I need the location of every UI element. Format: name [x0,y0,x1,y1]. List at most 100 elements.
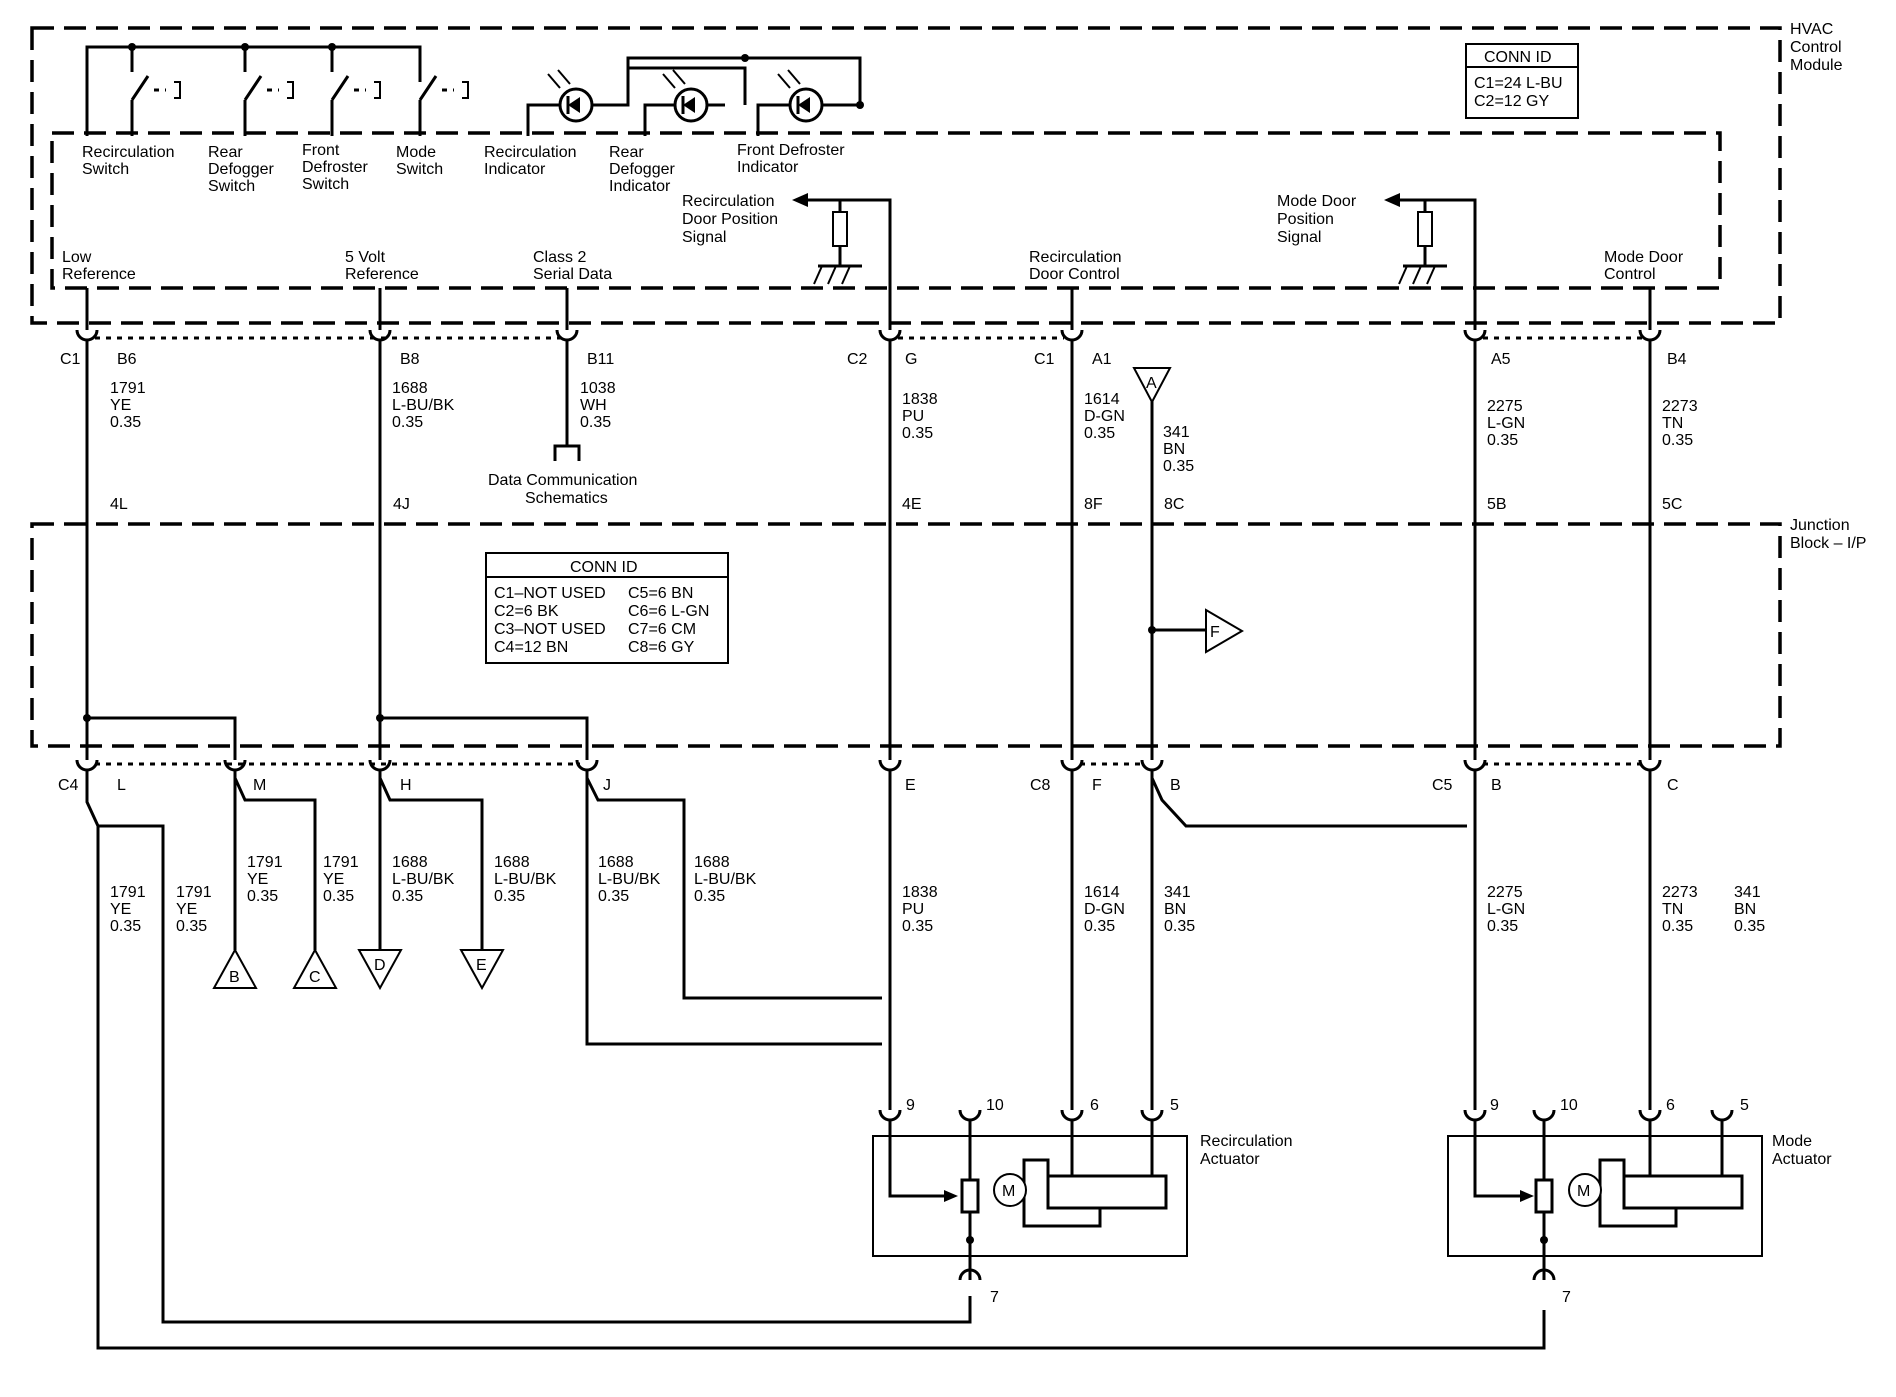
svg-text:C2=12 GY: C2=12 GY [1474,93,1549,110]
svg-text:0.35: 0.35 [323,888,354,905]
svg-text:Module: Module [1790,57,1843,74]
svg-text:Indicator: Indicator [484,161,546,178]
label-rear-defogger-switch: Rear Defogger Switch [208,144,274,195]
svg-text:CONN ID: CONN ID [1484,49,1552,66]
svg-text:F: F [1210,624,1220,641]
offpage-connector-a: A [1132,367,1172,405]
svg-text:2273: 2273 [1662,398,1698,415]
recirculation-switch-symbol [130,47,181,136]
pin-label-c4: C4 [58,777,79,794]
offpage-connector-b: B [212,947,258,989]
svg-text:1791: 1791 [176,884,212,901]
svg-text:0.35: 0.35 [392,414,423,431]
svg-text:TN: TN [1662,415,1683,432]
svg-text:Indicator: Indicator [609,178,671,195]
svg-text:0.35: 0.35 [1164,918,1195,935]
svg-text:WH: WH [580,397,607,414]
svg-text:YE: YE [323,871,344,888]
svg-text:1688: 1688 [392,380,428,397]
label-class-2-serial-data: Class 2 Serial Data [533,249,612,283]
svg-text:0.35: 0.35 [1084,918,1115,935]
wire-label-1838-top: 1838 PU 0.35 [902,391,938,442]
svg-text:Indicator: Indicator [737,159,799,176]
wire-label-1791-b: 1791 YE 0.35 [176,884,212,935]
svg-text:Serial Data: Serial Data [533,266,612,283]
wire-label-2273-bottom: 2273 TN 0.35 [1662,884,1698,935]
pin-label-m: M [253,777,266,794]
cavity-label-5c: 5C [1662,496,1682,513]
recirculation-actuator-label: Recirculation Actuator [1200,1133,1292,1168]
mode-door-position-signal-symbol [1384,193,1477,323]
svg-text:M: M [1577,1183,1590,1200]
cavity-label-8c: 8C [1164,496,1184,513]
recirc-pin-6: 6 [1090,1097,1099,1114]
label-recirculation-door-control: Recirculation Door Control [1029,249,1121,283]
recirc-pin-9: 9 [906,1097,915,1114]
pin-label-l: L [117,777,126,794]
svg-text:L-GN: L-GN [1487,415,1525,432]
svg-text:C7=6 CM: C7=6 CM [628,621,696,638]
svg-text:C: C [309,969,321,986]
offpage-connector-c: C [292,947,338,989]
svg-text:Recirculation: Recirculation [484,144,576,161]
svg-text:0.35: 0.35 [1662,918,1693,935]
svg-text:Signal: Signal [1277,229,1321,246]
wire-label-2275-bottom: 2275 L-GN 0.35 [1487,884,1525,935]
mode-pin-7: 7 [1562,1289,1571,1306]
svg-text:C1=24 L-BU: C1=24 L-BU [1474,75,1563,92]
pin-label-a5: A5 [1491,351,1511,368]
recirc-pin-5: 5 [1170,1097,1179,1114]
svg-text:C1–NOT USED: C1–NOT USED [494,585,606,602]
svg-text:0.35: 0.35 [1163,458,1194,475]
svg-text:B: B [229,969,240,986]
cavity-label-8f: 8F [1084,496,1103,513]
svg-text:1688: 1688 [694,854,730,871]
wire-label-1791-c: 1791 YE 0.35 [247,854,283,905]
svg-text:0.35: 0.35 [176,918,207,935]
svg-text:Door Position: Door Position [682,211,778,228]
svg-text:1838: 1838 [902,884,938,901]
pin-label-c: C [1667,777,1679,794]
svg-text:Control: Control [1604,266,1656,283]
label-low-reference: Low Reference [62,249,136,283]
wire-label-2273-top: 2273 TN 0.35 [1662,398,1698,449]
svg-text:C8=6 GY: C8=6 GY [628,639,695,656]
pin-label-b-c5: B [1491,777,1502,794]
svg-text:YE: YE [110,901,131,918]
cavity-label-4j: 4J [393,496,410,513]
wire-label-1791-top: 1791 YE 0.35 [110,380,146,431]
recirculation-indicator-led-icon [526,69,600,136]
label-front-defroster-indicator: Front Defroster Indicator [737,142,845,176]
mode-pin-10: 10 [1560,1097,1578,1114]
svg-text:Mode: Mode [396,144,436,161]
junction-block-outline [30,522,1782,748]
svg-text:1838: 1838 [902,391,938,408]
wire-label-1688-c: 1688 L-BU/BK 0.35 [598,854,661,905]
svg-text:M: M [1002,1183,1015,1200]
hvac-module-inner-outline [50,131,1722,290]
cavity-label-4l: 4L [110,496,128,513]
svg-text:1688: 1688 [494,854,530,871]
mode-actuator-label: Mode Actuator [1772,1133,1832,1168]
svg-text:Rear: Rear [609,144,644,161]
svg-text:1688: 1688 [598,854,634,871]
svg-text:Reference: Reference [62,266,136,283]
cavity-label-5b: 5B [1487,496,1507,513]
svg-text:0.35: 0.35 [1487,918,1518,935]
rear-defogger-switch-symbol [243,47,294,136]
recirc-pin-10: 10 [986,1097,1004,1114]
offpage-connector-e: E [459,949,505,991]
wire-label-1614-bottom: 1614 D-GN 0.35 [1084,884,1125,935]
svg-text:341: 341 [1163,424,1190,441]
hvac-module-title: HVAC Control Module [1790,21,1843,74]
hvac-module-outline [30,26,1782,325]
svg-text:Front Defroster: Front Defroster [737,142,845,159]
pin-label-b8: B8 [400,351,420,368]
svg-text:Low: Low [62,249,92,266]
svg-text:PU: PU [902,408,924,425]
svg-text:YE: YE [247,871,268,888]
module-terminals [75,323,1662,348]
svg-text:1614: 1614 [1084,884,1120,901]
svg-text:L-BU/BK: L-BU/BK [392,871,455,888]
